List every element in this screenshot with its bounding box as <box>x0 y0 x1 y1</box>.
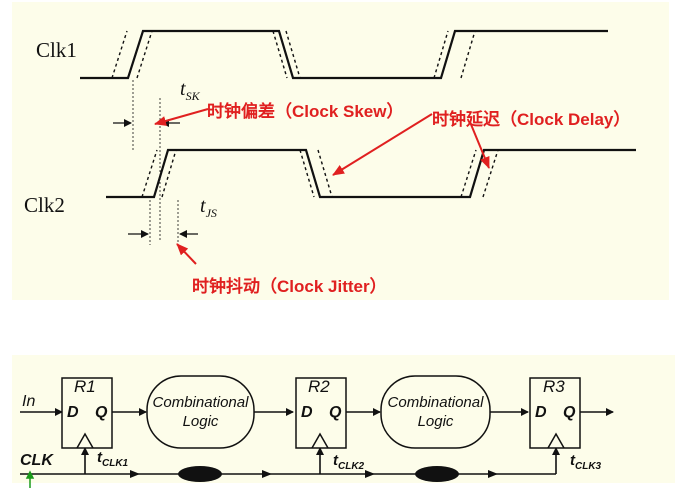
clock-delay-label: 时钟延迟（Clock Delay） <box>432 110 631 129</box>
register-d-pin: D <box>67 404 79 421</box>
register-name: R2 <box>308 377 330 396</box>
register-r2 <box>295 377 347 449</box>
clock-delay-element <box>178 466 222 482</box>
circuit-wiring <box>20 408 614 475</box>
input-label: In <box>22 393 36 410</box>
clk1-label: Clk1 <box>36 38 77 62</box>
clock-skew-label: 时钟偏差（Clock Skew） <box>207 102 404 121</box>
clock-jitter-label: 时钟抖动（Clock Jitter） <box>192 277 387 296</box>
register-name: R3 <box>543 377 565 396</box>
clock-delay-element <box>415 466 459 482</box>
clk-green-arrow <box>25 470 35 488</box>
register-q-pin: Q <box>329 404 342 421</box>
combinational-logic-block-1 <box>146 375 255 449</box>
logic-block-label: Combinational Logic <box>152 394 249 430</box>
clk2-label: Clk2 <box>24 193 65 217</box>
register-r3 <box>529 377 581 449</box>
combinational-logic-block-2 <box>380 375 491 449</box>
register-r1 <box>61 377 113 449</box>
register-name: R1 <box>74 377 96 396</box>
tsk-label: tSK <box>180 78 200 103</box>
clk1-waveform <box>80 29 608 150</box>
register-q-pin: Q <box>563 404 576 421</box>
tclk3-label: tCLK3 <box>570 452 602 472</box>
logic-block-label: Combinational Logic <box>387 394 484 430</box>
tclk2-label: tCLK2 <box>333 452 365 472</box>
register-d-pin: D <box>535 404 547 421</box>
annotation-arrows <box>154 108 490 265</box>
clock-line-arrows <box>130 470 498 478</box>
register-q-pin: Q <box>95 404 108 421</box>
register-d-pin: D <box>301 404 313 421</box>
tclk1-label: tCLK1 <box>97 449 129 469</box>
clk-input-label: CLK <box>20 452 53 469</box>
tjs-label: tJS <box>200 195 217 220</box>
